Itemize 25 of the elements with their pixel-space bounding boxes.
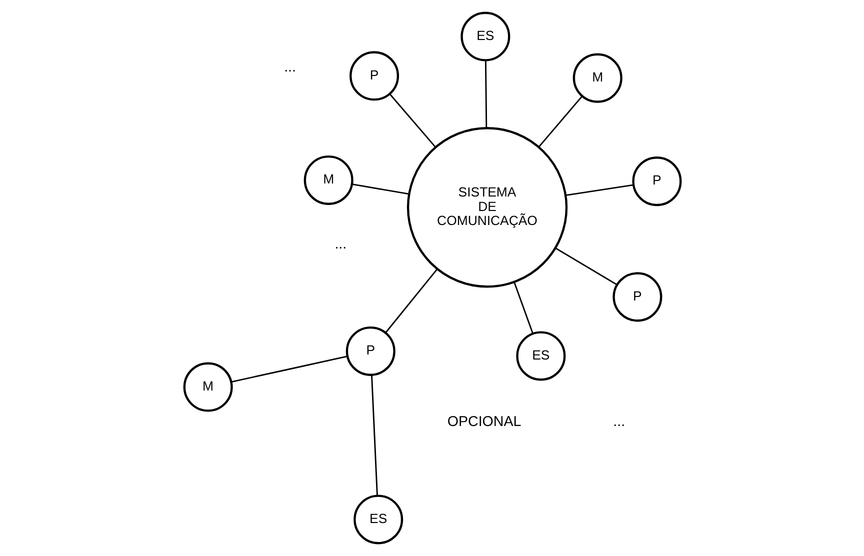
node-circle: ES xyxy=(460,12,510,62)
node-circle: M xyxy=(303,155,353,205)
node-circle: M xyxy=(572,53,622,103)
label: ... xyxy=(284,59,296,76)
node-circle: SISTEMA DE COMUNICAÇÃO xyxy=(406,127,568,288)
connector xyxy=(384,268,438,334)
connector xyxy=(513,282,533,334)
node-circle: P xyxy=(612,272,662,322)
connector xyxy=(554,248,617,286)
connector xyxy=(370,374,378,496)
connector xyxy=(565,184,634,196)
connector xyxy=(388,94,436,148)
node-circle: ES xyxy=(516,331,566,381)
connector xyxy=(484,60,487,128)
node-circle: ES xyxy=(353,494,403,544)
node-circle: P xyxy=(349,51,399,101)
connector xyxy=(230,356,347,383)
connector xyxy=(538,96,582,148)
label: OPCIONAL xyxy=(446,414,521,430)
node-circle: P xyxy=(632,156,682,206)
label: ... xyxy=(612,414,625,430)
node-circle: M xyxy=(182,362,232,412)
node-circle: P xyxy=(345,326,395,376)
label: ... xyxy=(334,236,346,253)
connector xyxy=(351,184,408,195)
